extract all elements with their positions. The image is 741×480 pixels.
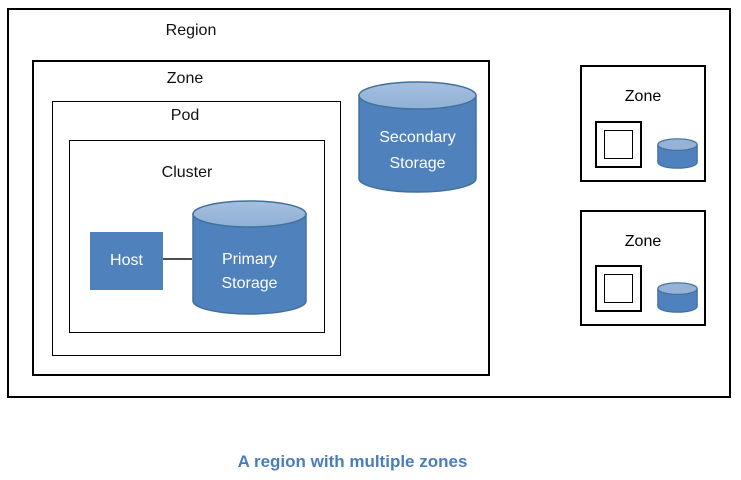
pod-box [52, 101, 341, 356]
inner-square-icon [604, 130, 633, 159]
host-box: Host [90, 232, 163, 290]
zone-right-bottom-box: Zone [580, 210, 706, 326]
secondary-storage-cylinder: Secondary Storage [358, 81, 477, 193]
zone-right-top-box: Zone [580, 65, 706, 182]
primary-storage-cylinder: Primary Storage [192, 200, 307, 315]
small-storage-cylinder [657, 138, 698, 169]
caption: A region with multiple zones [237, 452, 468, 471]
cluster-label: Cluster [161, 164, 213, 181]
region-box [7, 8, 731, 398]
secondary-storage-cylinder-icon [358, 81, 477, 193]
zone-label: Zone [166, 70, 204, 87]
inner-square-icon [604, 274, 633, 303]
small-storage-cylinder [657, 282, 698, 313]
host-label: Host [110, 252, 143, 269]
nested-squares-icon [595, 265, 642, 312]
nested-squares-icon [595, 121, 642, 168]
cluster-box [69, 140, 325, 333]
small-storage-cylinder-icon [657, 138, 698, 169]
primary-storage-cylinder-icon [192, 200, 307, 315]
region-label: Region [165, 22, 217, 39]
pod-label: Pod [170, 107, 200, 124]
host-storage-connector [163, 258, 192, 260]
primary-storage-label: Primary Storage [221, 251, 278, 292]
small-storage-cylinder-icon [657, 282, 698, 313]
zone-right-top-label: Zone [624, 88, 662, 105]
secondary-storage-label: Secondary Storage [379, 129, 456, 172]
zone-box [32, 60, 490, 376]
zone-right-bottom-label: Zone [624, 233, 662, 250]
